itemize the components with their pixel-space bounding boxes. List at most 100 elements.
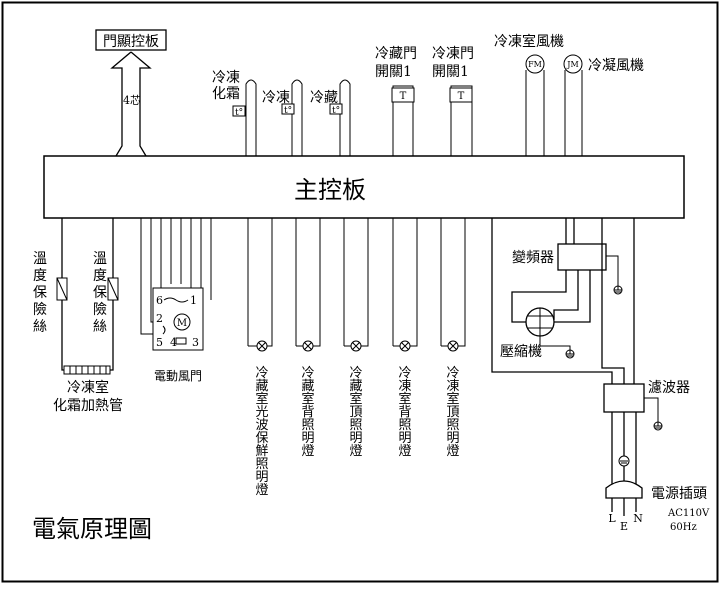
svg-text:冷: 冷 [349,366,362,381]
door-display-box [95,29,167,51]
damper-motor [173,313,191,331]
fridge-door-switch-label-1: 冷藏門 [375,46,417,62]
svg-text:明: 明 [255,470,268,485]
lamp-group [247,218,466,352]
svg-text:明: 明 [398,431,411,446]
cable-arrow [110,51,152,157]
svg-text:6: 6 [156,294,163,307]
lamp-2-label: 冷 藏 室 背 照 明 燈 [301,366,314,459]
defrost-heater-label-1: 冷凍室 [67,379,109,396]
svg-text:頂: 頂 [446,405,459,420]
svg-text:背: 背 [301,405,314,420]
power-plug-body [605,480,643,499]
freezer-sensor: 冷凍 t° [262,79,303,156]
svg-text:明: 明 [446,431,459,446]
svg-text:冷: 冷 [255,366,268,381]
svg-text:凍: 凍 [446,378,459,394]
thermal-fuse-left-label: 溫 度 保 險 絲 [33,251,47,335]
svg-text:燈: 燈 [255,483,268,498]
inverter-box [557,243,607,271]
lamp-4 [392,218,418,352]
lamp-1-label: 冷 藏 室 光 波 保 鮮 照 明 燈 [255,366,268,498]
svg-text:保: 保 [33,285,47,301]
svg-text:燈: 燈 [446,444,459,459]
fridge-door-switch: 冷藏門 開關1 T [375,46,417,156]
svg-text:藏: 藏 [255,379,268,394]
thermal-fuse-circuit [56,218,119,375]
main-board-box [43,155,685,219]
svg-text:明: 明 [349,431,362,446]
svg-text:3: 3 [192,336,199,349]
freezer-door-switch-label-2: 開關1 [432,64,469,80]
power-plug-label: 電源插頭 [651,486,707,502]
filter-label: 濾波器 [648,380,690,396]
diagram-title: 電氣原理圖 [32,515,152,543]
svg-text:保: 保 [93,285,107,301]
condenser-fan-label: 冷凝風機 [588,58,644,74]
svg-text:室: 室 [398,391,411,407]
svg-text:室: 室 [349,391,362,407]
condenser-fan: 冷凝風機 JM [563,54,644,156]
svg-text:絲: 絲 [33,319,47,335]
svg-text:照: 照 [301,418,314,433]
plug-pin-l: L [608,512,616,525]
freezer-fan-symbol: FM [528,60,542,69]
svg-text:5: 5 [156,336,163,349]
freezer-door-switch: 冷凍門 開關1 T [432,46,474,156]
main-board-label: 主控板 [294,176,366,204]
thermistor-symbol: t° [332,106,340,116]
freezer-defrost-label-2: 化霜 [212,86,240,102]
switch-symbol: T [400,91,407,102]
freezer-fan-label: 冷凍室風機 [494,33,564,50]
svg-text:險: 險 [93,302,107,318]
thermistor-symbol: t° [235,108,243,118]
power-input-circuit: 濾波器 L E N 電源插頭 AC110V 60Hz [491,218,710,533]
defrost-heater-label-2: 化霜加熱管 [53,398,123,414]
condenser-fan-symbol: JM [566,60,578,69]
svg-text:鮮: 鮮 [255,444,268,459]
svg-text:險: 險 [33,302,47,318]
freezer-fan: 冷凍室風機 FM [494,33,564,156]
power-rating-voltage: AC110V [667,508,710,519]
svg-text:頂: 頂 [349,405,362,420]
freezer-defrost-label-1: 冷凍 [212,70,240,86]
door-display-board: 門顯控板 4芯 [95,29,167,157]
svg-text:背: 背 [398,405,411,420]
svg-text:室: 室 [446,391,459,407]
svg-text:室: 室 [301,391,314,407]
switch-symbol: T [458,91,465,102]
compressor-label: 壓縮機 [500,344,542,360]
svg-text:燈: 燈 [398,444,411,459]
svg-text:度: 度 [93,268,107,284]
svg-text:凍: 凍 [398,378,411,394]
thermistor-symbol: t° [284,106,292,116]
filter-box [603,383,645,413]
svg-text:燈: 燈 [301,444,314,459]
inverter-label: 變頻器 [512,250,554,266]
svg-text:燈: 燈 [349,444,362,459]
lamp-1 [247,218,273,352]
freezer-door-switch-label-1: 冷凍門 [432,46,474,62]
damper-motor-symbol: M [177,318,187,329]
lamp-5-label: 冷 凍 室 頂 照 明 燈 [446,366,459,459]
door-display-label: 門顯控板 [103,34,159,50]
svg-text:4: 4 [170,336,177,349]
svg-text:照: 照 [349,418,362,433]
svg-text:藏: 藏 [349,379,362,394]
cable-label: 4芯 [123,93,141,107]
lamp-4-label: 冷 凍 室 背 照 明 燈 [398,366,411,459]
lamp-5 [440,218,466,352]
power-rating-frequency: 60Hz [670,522,697,533]
defrost-heater-body [63,365,111,375]
fridge-sensor-label: 冷藏 [310,90,338,106]
lamp-2 [295,218,321,352]
svg-text:保: 保 [255,431,268,446]
svg-text:照: 照 [398,418,411,433]
svg-text:冷: 冷 [301,366,314,381]
svg-text:度: 度 [33,268,47,284]
svg-text:室: 室 [255,391,268,407]
svg-text:藏: 藏 [301,379,314,394]
plug-pin-n: N [633,512,643,525]
svg-text:波: 波 [255,418,268,433]
